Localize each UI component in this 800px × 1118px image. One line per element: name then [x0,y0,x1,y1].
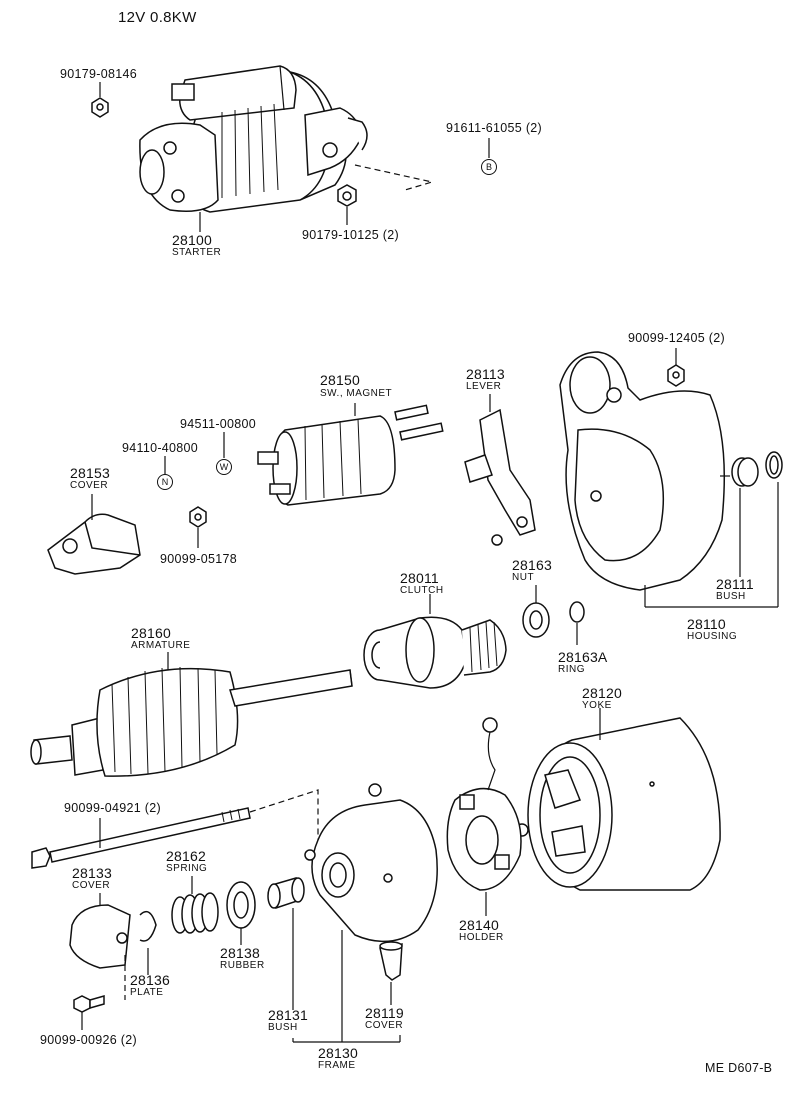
spring-drawing [171,876,219,934]
part-number-28100: 28100 [172,232,212,248]
part-number-90179-08146: 90179-08146 [60,67,137,81]
part-number-90099-05178: 90099-05178 [160,552,237,566]
badge-w: W [216,459,232,475]
part-number-28111: 28111 [716,576,754,592]
part-number-28110: 28110 [687,616,726,632]
part-name-bush-28111: BUSH [716,591,746,602]
part-name-cover-28119: COVER [365,1020,404,1031]
part-name-cover-28153: COVER [70,480,109,491]
cover-28153-drawing [47,494,141,575]
starter-assembly-drawing [91,65,490,232]
part-number-28153: 28153 [70,465,110,481]
part-name-yoke: YOKE [582,700,612,711]
part-number-28136: 28136 [130,972,170,988]
part-name-ring: RING [558,664,585,675]
part-number-28131: 28131 [268,1007,308,1023]
lever-drawing [464,394,536,546]
through-bolt-drawing [31,789,319,869]
frame-drawing [304,783,438,943]
part-number-28011: 28011 [400,570,439,586]
part-number-90099-00926: 90099-00926 (2) [40,1033,137,1047]
spec-header: 12V 0.8KW [118,9,197,26]
part-number-28138: 28138 [220,945,260,961]
yoke-drawing [515,708,721,891]
cover-28133-drawing [69,893,131,1000]
part-number-28163: 28163 [512,557,552,573]
armature-drawing [30,652,353,777]
part-number-94511: 94511-00800 [180,417,257,431]
badge-b: B [481,159,497,175]
part-name-magnet-switch: SW., MAGNET [320,388,393,399]
brush-holder-drawing [446,717,522,916]
part-number-90099-12405: 90099-12405 (2) [628,331,725,345]
part-number-28160: 28160 [131,625,171,641]
part-name-plate: PLATE [130,987,164,998]
part-number-94110: 94110-40800 [122,441,199,455]
clutch-drawing [363,594,507,689]
part-name-holder: HOLDER [459,932,504,943]
part-name-starter: STARTER [172,247,222,258]
part-number-28133: 28133 [72,865,112,881]
part-name-housing: HOUSING [687,631,738,642]
part-name-rubber: RUBBER [220,960,265,971]
diagram-reference-code: ME D607-B [705,1061,773,1075]
part-number-28119: 28119 [365,1005,404,1021]
part-name-clutch: CLUTCH [400,585,444,596]
part-number-90179-10125: 90179-10125 (2) [302,228,399,242]
part-number-28162: 28162 [166,848,206,864]
part-name-spring: SPRING [166,863,208,874]
part-name-nut: NUT [512,572,535,583]
part-number-28140: 28140 [459,917,499,933]
part-number-28150: 28150 [320,372,360,388]
part-number-90099-04921: 90099-04921 (2) [64,801,161,815]
part-name-lever: LEVER [466,381,502,392]
part-name-armature: ARMATURE [131,640,191,651]
part-number-28130: 28130 [318,1045,358,1061]
part-number-91611: 91611-61055 (2) [446,121,543,135]
part-number-28120: 28120 [582,685,622,701]
part-name-frame: FRAME [318,1060,356,1071]
magnet-switch-drawing [257,403,444,506]
part-name-bush-28131: BUSH [268,1022,298,1033]
part-name-cover-28133: COVER [72,880,111,891]
housing-drawing [559,351,783,608]
badge-n: N [157,474,173,490]
part-number-28113: 28113 [466,366,505,382]
part-number-28163A: 28163A [558,649,608,665]
